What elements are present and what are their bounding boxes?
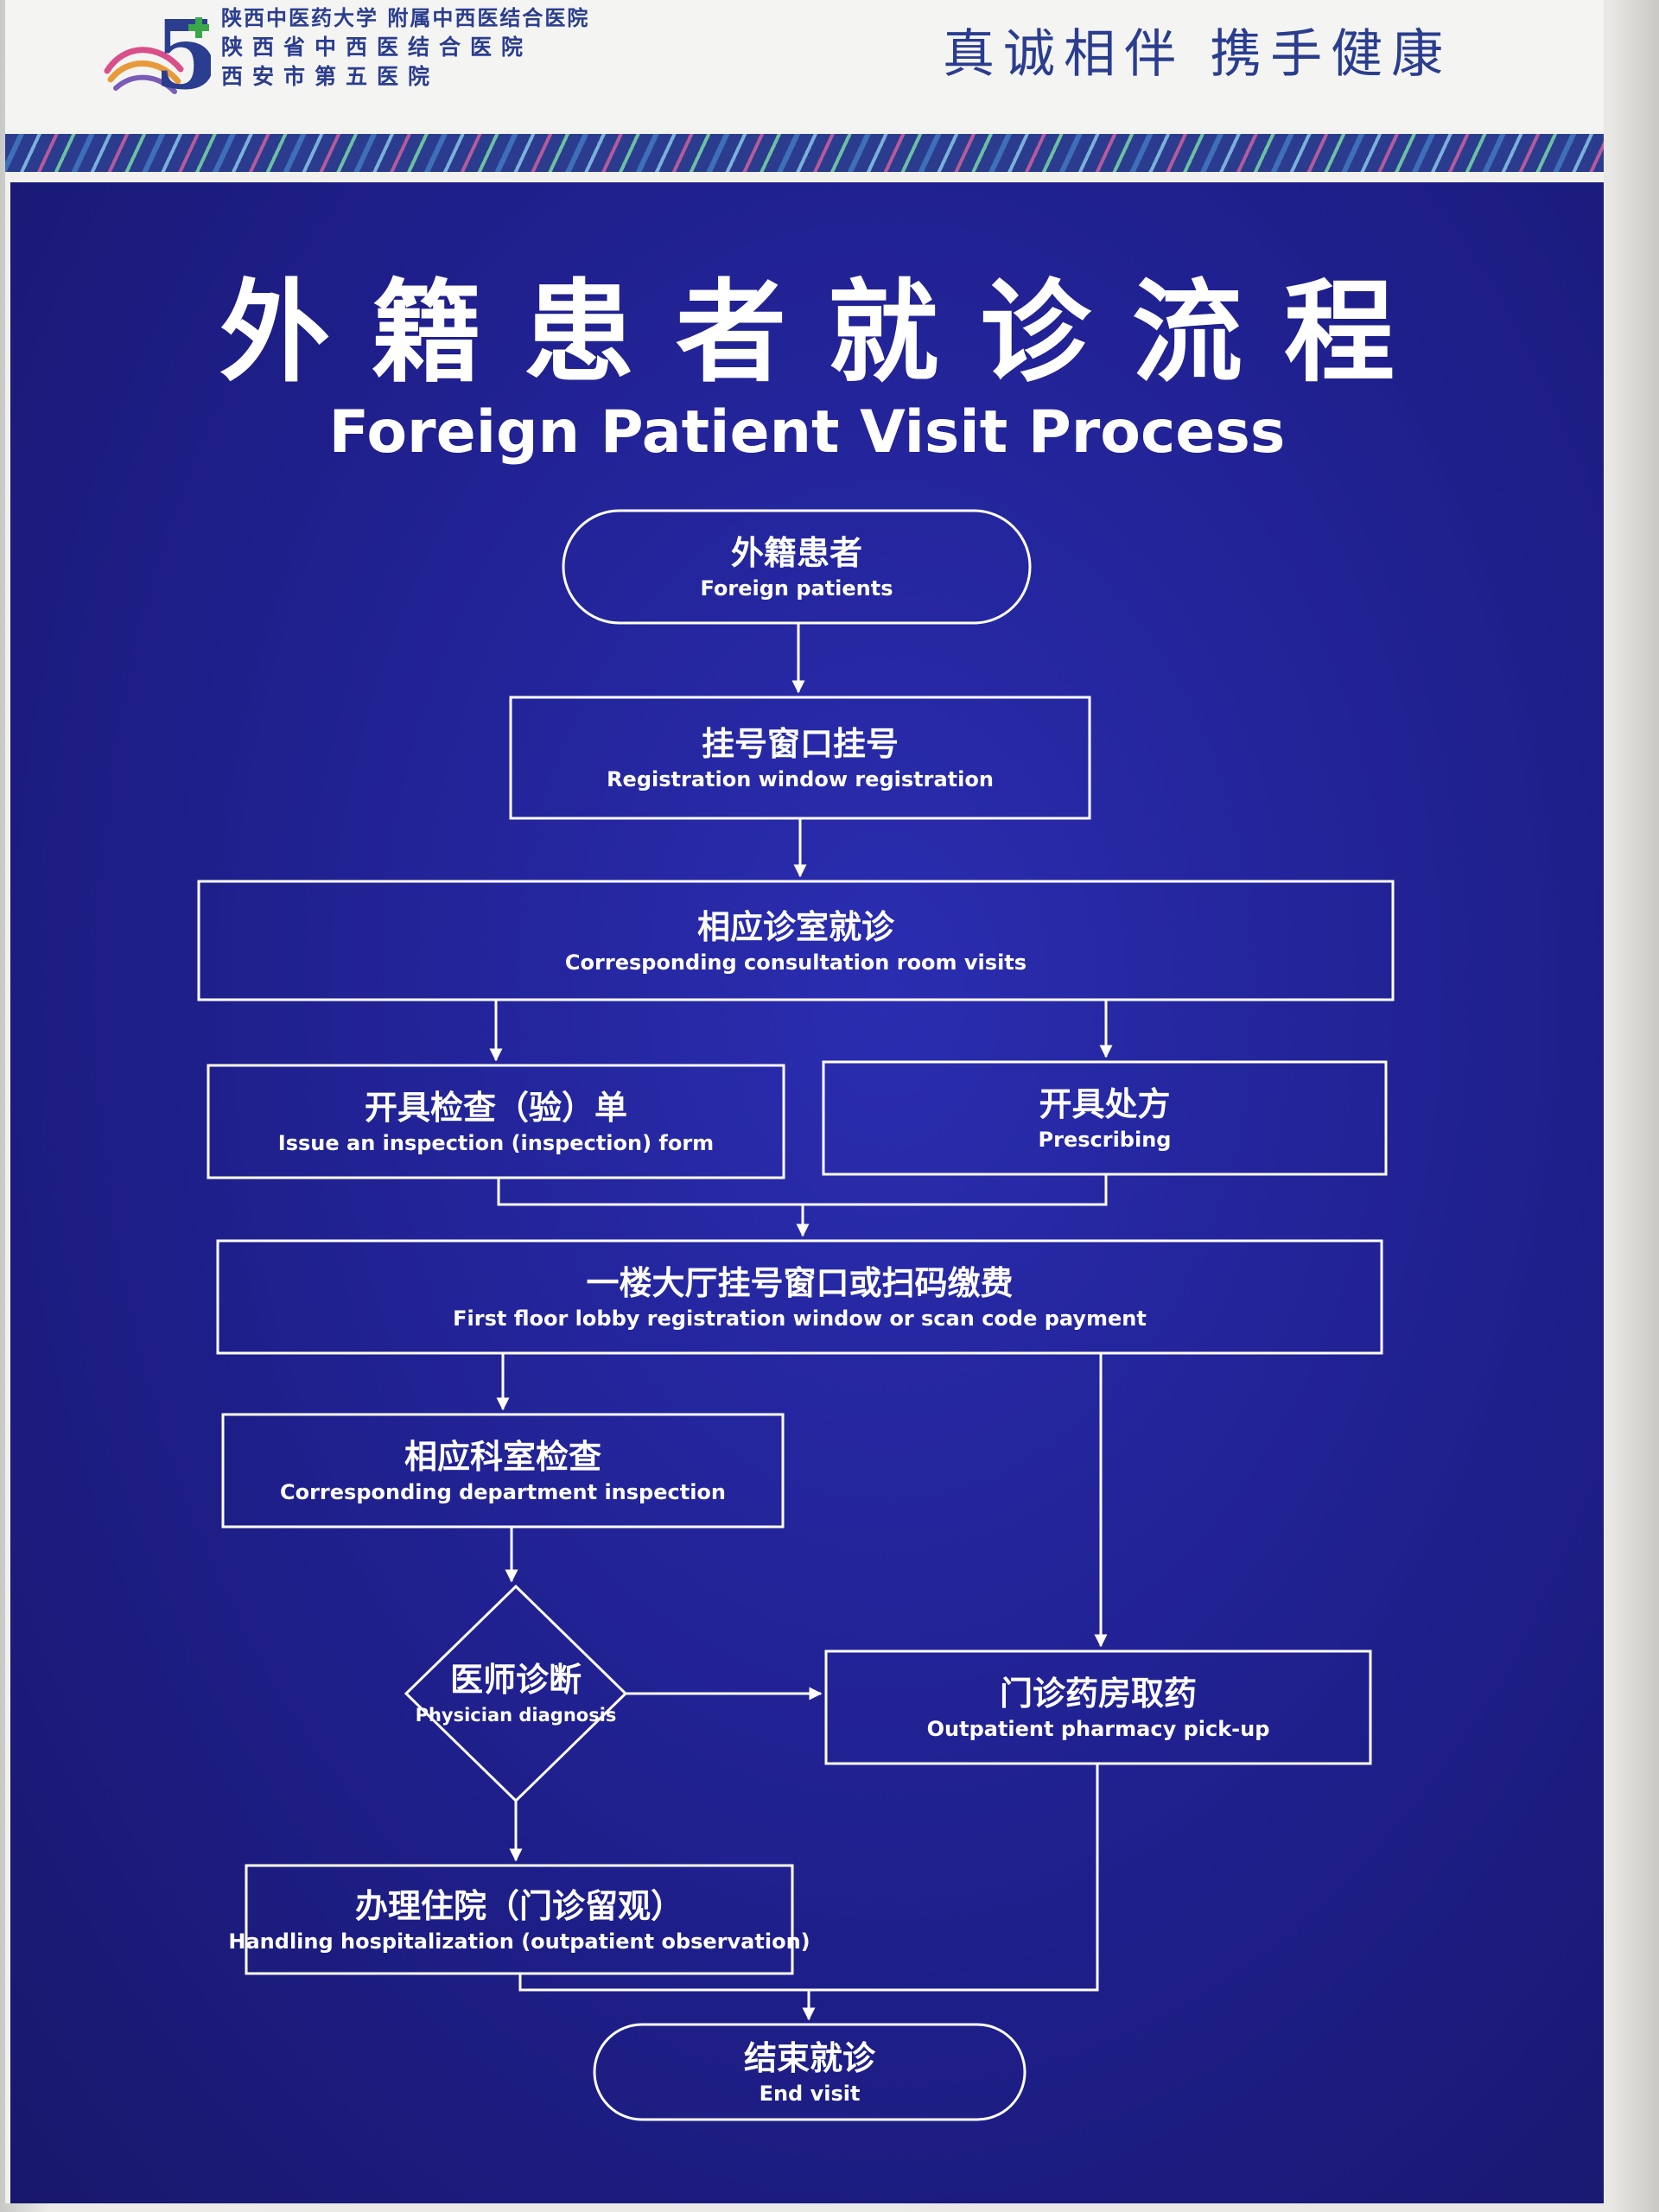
node-payment-cn: 一楼大厅挂号窗口或扫码缴费 [586, 1264, 1014, 1302]
node-pharmacy: 门诊药房取药 Outpatient pharmacy pick-up [826, 1651, 1370, 1764]
node-consultation-en: Corresponding consultation room visits [564, 950, 1027, 975]
node-dept-inspection-en: Corresponding department inspection [279, 1480, 726, 1504]
node-consultation-cn: 相应诊室就诊 [696, 907, 894, 946]
node-start-cn: 外籍患者 [730, 534, 862, 572]
node-registration-en: Registration window registration [607, 767, 994, 791]
hospital-name-line1: 陕西中医药大学 附属中西医结合医院 [221, 5, 590, 30]
node-pharmacy-cn: 门诊药房取药 [999, 1675, 1197, 1713]
decorative-band [5, 134, 1604, 172]
band-gap [5, 172, 1604, 182]
node-registration-cn: 挂号窗口挂号 [701, 725, 899, 763]
slogan: 真诚相伴 携手健康 [943, 24, 1452, 85]
poster: 5 陕西中医药大学 附属中西医结合医院 陕西省中西医结合医院 西安市第五医院 真… [5, 0, 1604, 2203]
node-pharmacy-en: Outpatient pharmacy pick-up [926, 1717, 1270, 1741]
logo-numeral: 5 [154, 9, 211, 95]
node-inspection-form-cn: 开具检查（验）单 [364, 1089, 627, 1127]
node-dept-inspection: 相应科室检查 Corresponding department inspecti… [223, 1414, 783, 1527]
hospital-name: 陕西中医药大学 附属中西医结合医院 陕西省中西医结合医院 西安市第五医院 [221, 3, 590, 92]
node-diagnosis-cn: 医师诊断 [449, 1661, 582, 1699]
poster-header: 5 陕西中医药大学 附属中西医结合医院 陕西省中西医结合医院 西安市第五医院 真… [5, 0, 1604, 130]
node-start-shape [562, 509, 1032, 625]
node-diagnosis-en: Physician diagnosis [415, 1705, 617, 1726]
node-hospitalization: 办理住院（门诊留观） Handling hospitalization (out… [228, 1866, 810, 1974]
node-payment: 一楼大厅挂号窗口或扫码缴费 First floor lobby registra… [218, 1241, 1382, 1353]
node-consultation-shape [197, 880, 1395, 1001]
hospital-name-line2: 陕西省中西医结合医院 [221, 35, 533, 60]
flowchart-panel: 外籍患者就诊流程 Foreign Patient Visit Process [10, 182, 1604, 2203]
node-hospitalization-en: Handling hospitalization (outpatient obs… [228, 1929, 810, 1954]
hospital-logo-icon: 5 [104, 9, 211, 95]
flowchart-lines [197, 509, 1395, 2121]
node-registration: 挂号窗口挂号 Registration window registration [511, 697, 1090, 818]
title-chinese: 外籍患者就诊流程 [219, 269, 1436, 397]
node-prescribing: 开具处方 Prescribing [823, 1062, 1386, 1174]
node-start: 外籍患者 Foreign patients [563, 511, 1030, 623]
node-end-en: End visit [759, 2082, 861, 2106]
node-inspection-form-en: Issue an inspection (inspection) form [277, 1131, 715, 1155]
node-hospitalization-cn: 办理住院（门诊留观） [354, 1886, 683, 1925]
title-english: Foreign Patient Visit Process [328, 398, 1286, 467]
node-end-cn: 结束就诊 [743, 2039, 875, 2077]
node-consultation: 相应诊室就诊 Corresponding consultation room v… [199, 881, 1393, 1000]
node-payment-shape [216, 1239, 1383, 1355]
node-dept-inspection-shape [221, 1413, 785, 1529]
node-prescribing-cn: 开具处方 [1039, 1085, 1171, 1123]
node-payment-en: First floor lobby registration window or… [453, 1306, 1147, 1331]
node-diagnosis: 医师诊断 Physician diagnosis [406, 1634, 626, 1753]
node-dept-inspection-cn: 相应科室检查 [404, 1438, 601, 1476]
hospital-name-line3: 西安市第五医院 [221, 64, 440, 89]
node-inspection-form: 开具检查（验）单 Issue an inspection (inspection… [208, 1065, 784, 1178]
node-prescribing-en: Prescribing [1038, 1128, 1172, 1152]
node-end: 结束就诊 End visit [594, 2024, 1025, 2120]
node-start-en: Foreign patients [700, 576, 893, 601]
node-end-shape [593, 2023, 1027, 2121]
node-inspection-form-shape [207, 1064, 785, 1179]
